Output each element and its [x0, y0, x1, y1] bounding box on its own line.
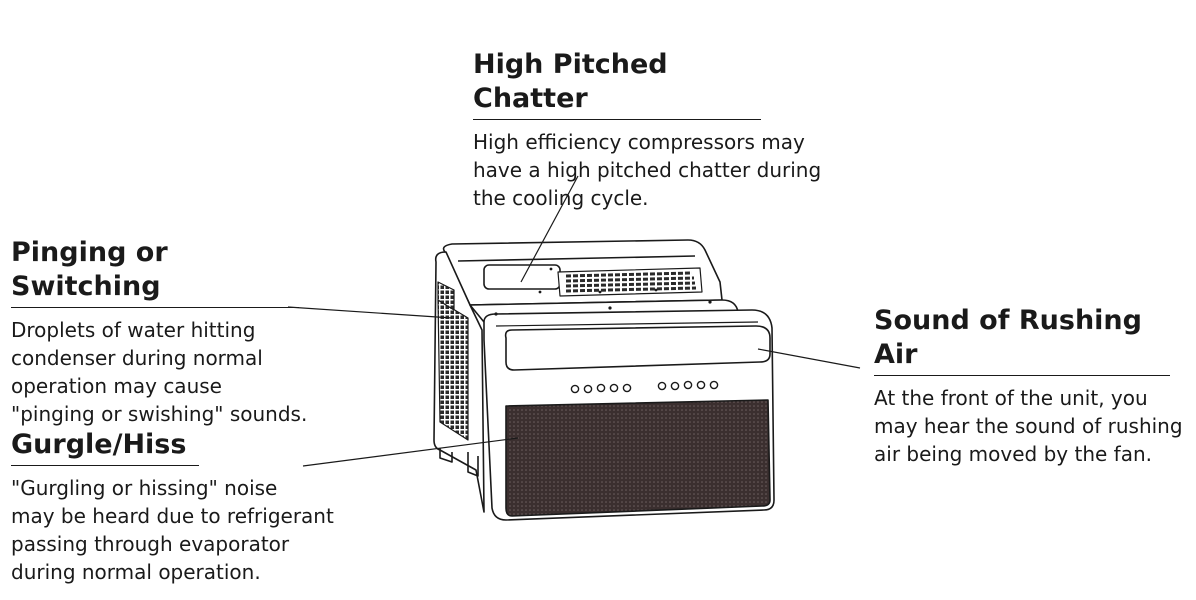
- callout-description: High efficiency compressors may have a h…: [473, 130, 822, 210]
- callout-title: High Pitched Chatter: [473, 48, 761, 120]
- callout-pinging-or-switching: Pinging or Switching Droplets of water h…: [11, 236, 307, 428]
- callout-title: Pinging or Switching: [11, 236, 299, 308]
- callout-high-pitched-chatter: High Pitched Chatter High efficiency com…: [473, 48, 821, 212]
- top-slot: [457, 255, 696, 262]
- callout-sound-of-rushing-air: Sound of Rushing Air At the front of the…: [874, 304, 1183, 468]
- left-leg: [439, 448, 453, 463]
- leader-line-gurgle: [302, 437, 519, 467]
- callout-description: Droplets of water hitting condenser duri…: [11, 318, 308, 426]
- screws: [494, 267, 712, 316]
- front-grille: [505, 399, 771, 517]
- callout-gurgle-hiss: Gurgle/Hiss "Gurgling or hissing" noise …: [11, 428, 334, 586]
- leader-line-pinging: [287, 306, 453, 319]
- leader-line-rushing-air: [757, 348, 861, 369]
- compressor-cover: [483, 264, 561, 290]
- callout-title: Sound of Rushing Air: [874, 304, 1170, 376]
- callout-title: Gurgle/Hiss: [11, 428, 199, 466]
- callout-description: "Gurgling or hissing" noise may be heard…: [11, 476, 334, 584]
- rear-leg: [467, 452, 479, 477]
- display-bar: [504, 325, 771, 371]
- top-vents: [557, 267, 703, 297]
- side-grille: [437, 299, 469, 441]
- leader-line-high-pitched: [520, 175, 579, 283]
- callout-description: At the front of the unit, you may hear t…: [874, 386, 1183, 466]
- control-buttons: [570, 380, 719, 394]
